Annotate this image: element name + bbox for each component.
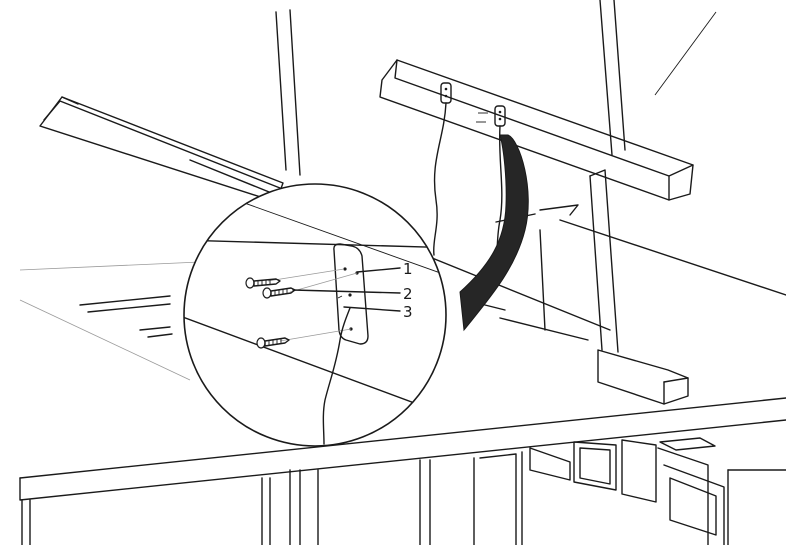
callout-leader-3 [343,306,401,312]
callout-label-1: 1 [403,260,413,278]
frame-mounting-plate-left [440,82,452,104]
detail-magnifier [183,183,447,447]
callout-label-3: 3 [403,303,413,321]
curved-arrow [459,134,529,332]
detail-mounting-plate [333,243,369,345]
table-top [19,261,786,501]
callout-leader-1 [356,267,401,273]
callout-leader-2 [292,289,401,294]
detail-screw-middle [262,272,358,299]
detail-screw-upper [245,268,345,289]
cabinets [21,437,786,545]
callout-label-2: 2 [403,285,413,303]
detail-cable [322,307,351,445]
detail-screw-lower [256,328,352,349]
left-beam [39,96,284,203]
